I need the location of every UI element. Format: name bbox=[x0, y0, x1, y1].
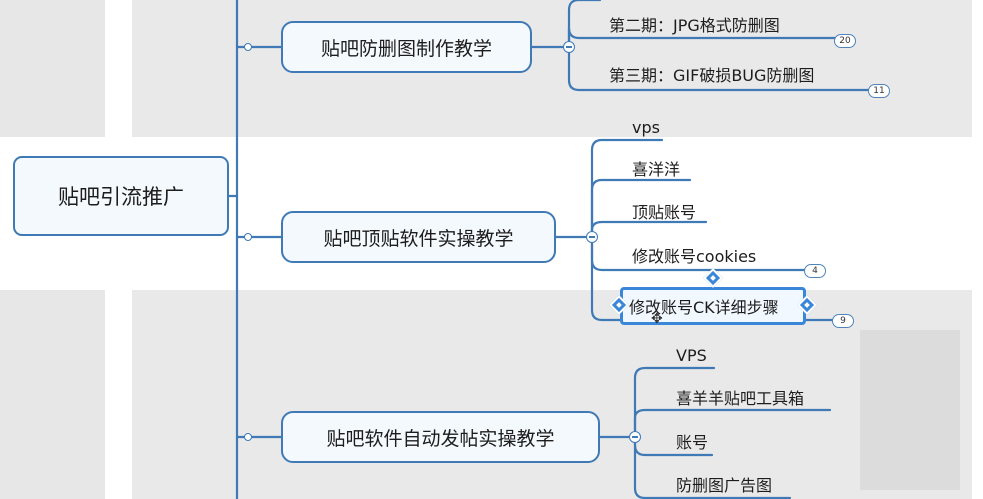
move-cursor-icon: ✥ bbox=[651, 311, 663, 327]
background-panel bbox=[860, 330, 960, 490]
leaf-vps[interactable]: vps bbox=[632, 118, 660, 137]
background-panel bbox=[132, 290, 972, 499]
root-label: 贴吧引流推广 bbox=[58, 185, 184, 209]
leaf-bump-account[interactable]: 顶贴账号 bbox=[632, 203, 697, 222]
leaf-xiyangyang[interactable]: 喜洋洋 bbox=[632, 160, 681, 179]
child-count-badge[interactable]: 20 bbox=[834, 34, 856, 48]
branch-label: 贴吧顶贴软件实操教学 bbox=[323, 227, 514, 250]
root-node[interactable]: 贴吧引流推广 bbox=[13, 156, 229, 236]
leaf-modify-cookies[interactable]: 修改账号cookies bbox=[632, 247, 757, 266]
hollow-dot-icon bbox=[244, 43, 252, 51]
background-panel bbox=[132, 0, 972, 137]
minus-circle-icon[interactable] bbox=[563, 41, 575, 53]
hollow-dot-icon bbox=[244, 233, 252, 241]
selected-leaf-modify-ck-steps[interactable]: 修改账号CK详细步骤 bbox=[620, 287, 806, 325]
child-count-badge[interactable]: 9 bbox=[832, 314, 854, 328]
child-count-badge[interactable]: 4 bbox=[804, 264, 826, 278]
background-panel bbox=[0, 290, 105, 499]
leaf-anti-delete-ad-image[interactable]: 防删图广告图 bbox=[676, 476, 773, 495]
child-count-badge[interactable]: 11 bbox=[868, 84, 890, 98]
resize-handle-icon[interactable] bbox=[703, 268, 723, 288]
branch-node-anti-delete-image[interactable]: 贴吧防删图制作教学 bbox=[281, 21, 532, 73]
minus-circle-icon[interactable] bbox=[586, 231, 598, 243]
branch-label: 贴吧防删图制作教学 bbox=[320, 37, 492, 60]
branch-node-auto-post-software[interactable]: 贴吧软件自动发帖实操教学 bbox=[281, 411, 600, 463]
leaf-jpg-anti-delete[interactable]: 第二期：JPG格式防删图 bbox=[609, 16, 780, 35]
branch-node-bump-software[interactable]: 贴吧顶贴软件实操教学 bbox=[281, 211, 556, 263]
background-panel bbox=[0, 0, 105, 137]
leaf-xiyangyang-toolbox[interactable]: 喜羊羊贴吧工具箱 bbox=[676, 389, 805, 408]
minus-circle-icon[interactable] bbox=[629, 431, 641, 443]
leaf-gif-anti-delete[interactable]: 第三期：GIF破损BUG防删图 bbox=[609, 66, 815, 85]
branch-label: 贴吧软件自动发帖实操教学 bbox=[326, 427, 555, 450]
hollow-dot-icon bbox=[244, 433, 252, 441]
leaf-account[interactable]: 账号 bbox=[676, 433, 709, 452]
leaf-vps-upper[interactable]: VPS bbox=[676, 346, 707, 365]
